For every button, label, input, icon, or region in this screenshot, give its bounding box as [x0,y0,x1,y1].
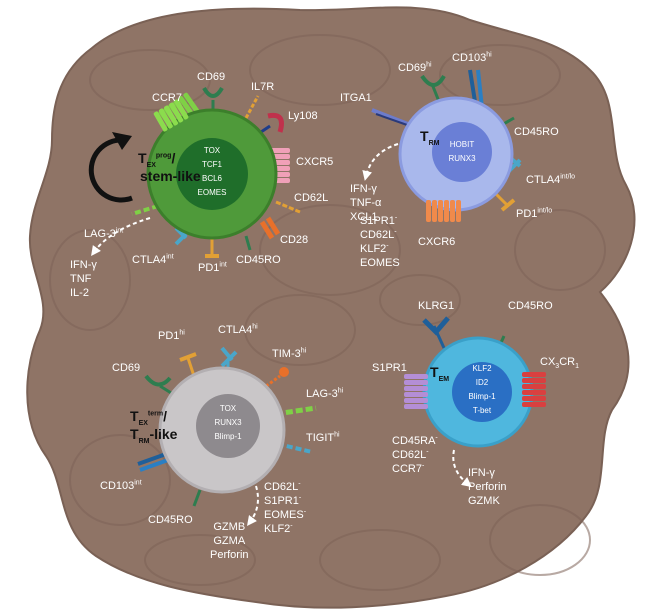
stem-secreted-ifng: IFN-γ [70,259,97,271]
s1pr1-receptor [404,374,428,409]
trm-secreted-ifng: IFN-γ [350,183,377,195]
term-neg-cd62l: CD62L- [264,480,301,493]
tf-id2: ID2 [475,378,489,387]
term-cd45ro-label: CD45RO [148,514,193,526]
tem-negative-markers: CD45RA- CD62L- CCR7- [392,434,438,476]
tem-cell [404,316,546,488]
trm-cd103-label: CD103hi [452,51,492,64]
stem-lag3-label: LAG-3int [84,227,124,240]
trm-cell [362,69,522,222]
stem-cd45ro-label: CD45RO [236,254,281,266]
trm-secreted-xcl1: XCL1 [350,211,378,223]
term-secreted-perforin: Perforin [210,549,249,561]
trm-neg-cd62l: CD62L- [360,228,397,241]
term-neg-klf2: KLF2- [264,522,293,535]
tem-secreted-perforin: Perforin [468,481,507,493]
term-secreted-list: GZMB GZMA Perforin [210,520,249,562]
tem-secreted-ifng: IFN-γ [468,467,495,479]
cd45ro-receptor-stem [244,235,252,251]
il7r-receptor [244,95,260,119]
tf-tcf1: TCF1 [202,160,222,169]
tf-runx3: RUNX3 [448,154,476,163]
trm-cxcr6-label: CXCR6 [418,236,456,248]
term-cd69-label: CD69 [112,362,141,374]
cd62l-receptor [275,200,301,214]
stem-pd1-label: PD1int [198,261,227,274]
trm-negative-markers: S1PR1- CD62L- KLF2- EOMES [360,214,400,270]
stem-secreted-il2: IL-2 [70,287,89,299]
tf-tbet: T-bet [472,406,492,415]
trm-secreted-tnfa: TNF-α [350,197,382,209]
term-title-line2: TRM-like [130,426,178,445]
tem-s1pr1-label: S1PR1 [372,362,407,374]
term-negative-markers: CD62L- S1PR1- EOMES- KLF2- [264,480,306,536]
trm-ctla4-label: CTLA4int/lo [526,173,576,186]
stem-ly108-label: Ly108 [288,110,318,122]
stem-like-cell [88,86,301,258]
tem-neg-cd62l: CD62L- [392,448,429,461]
tem-cx3cr1-label: CX3CR1 [540,356,579,371]
stem-cd69-label: CD69 [197,71,226,83]
term-cell [137,346,317,527]
tem-klrg1-label: KLRG1 [418,300,455,312]
stem-secreted-list: IFN-γ TNF IL-2 [70,258,97,300]
trm-neg-s1pr1: S1PR1- [360,214,398,227]
tem-cd45ro-label: CD45RO [508,300,553,312]
tem-title: TEM [430,364,450,383]
term-tim3-label: TIM-3hi [272,347,307,360]
tf-runx3-term: RUNX3 [214,418,242,427]
trm-secreted-list: IFN-γ TNF-α XCL1 [350,182,381,224]
cxcr6-receptor [426,200,461,222]
term-neg-s1pr1: S1PR1- [264,494,302,507]
cd28-receptor [259,216,281,240]
term-lag3-label: LAG-3hi [306,387,344,400]
stem-cd62l-label: CD62L [294,192,329,204]
term-pd1-label: PD1hi [158,329,185,342]
stem-like-title: TEXprog/ [138,150,176,169]
tf-klf2: KLF2 [472,364,492,373]
stem-ccr7-label: CCR7 [152,92,182,104]
tem-secreted-list: IFN-γ Perforin GZMK [468,466,507,508]
trm-tf-list: HOBIT RUNX3 [436,138,488,166]
term-tf-list: TOX RUNX3 Blimp-1 [202,402,254,444]
trm-title: TRM [420,128,440,147]
trm-neg-eomes: EOMES [360,257,400,269]
stem-like-title-line2: stem-like [140,168,201,184]
trm-neg-klf2: KLF2- [360,242,389,255]
term-tigit-label: TIGIThi [306,431,340,444]
term-ctla4-label: CTLA4hi [218,323,258,336]
stem-cd28-label: CD28 [280,234,309,246]
trm-itga1-label: ITGA1 [340,92,372,104]
trm-cd45ro-label: CD45RO [514,126,559,138]
tf-blimp1: Blimp-1 [468,392,496,401]
tf-bcl6: BCL6 [201,174,222,183]
stem-il7r-label: IL7R [251,81,275,93]
tf-tox-term: TOX [219,404,237,413]
lag3-receptor-stem [131,204,159,216]
stem-secreted-tnf: TNF [70,273,92,285]
trm-cd69-label: CD69hi [398,61,432,74]
cx3cr1-receptor [522,372,546,407]
tf-tox: TOX [203,146,221,155]
trm-pd1-label: PD1int/lo [516,207,553,220]
tf-blimp1-term: Blimp-1 [214,432,242,441]
term-secreted-gzmb: GZMB [213,521,246,533]
term-secreted-gzma: GZMA [213,535,246,547]
tissue-texture [49,34,606,591]
tem-secreted-gzmk: GZMK [468,495,500,507]
term-title: TEXterm/ [130,408,167,427]
tf-eomes: EOMES [197,188,227,197]
stem-cxcr5-label: CXCR5 [296,156,334,168]
tem-neg-cd45ra: CD45RA- [392,434,438,447]
stem-ctla4-label: CTLA4int [132,253,174,266]
stem-like-tf-list: TOX TCF1 BCL6 EOMES [188,144,236,200]
tem-tf-list: KLF2 ID2 Blimp-1 T-bet [456,362,508,418]
term-cd103-label: CD103int [100,479,142,492]
self-renewal-arrow-icon [88,137,133,203]
term-neg-eomes: EOMES- [264,508,307,521]
tem-neg-ccr7: CCR7- [392,462,425,475]
tf-hobit: HOBIT [449,140,475,149]
